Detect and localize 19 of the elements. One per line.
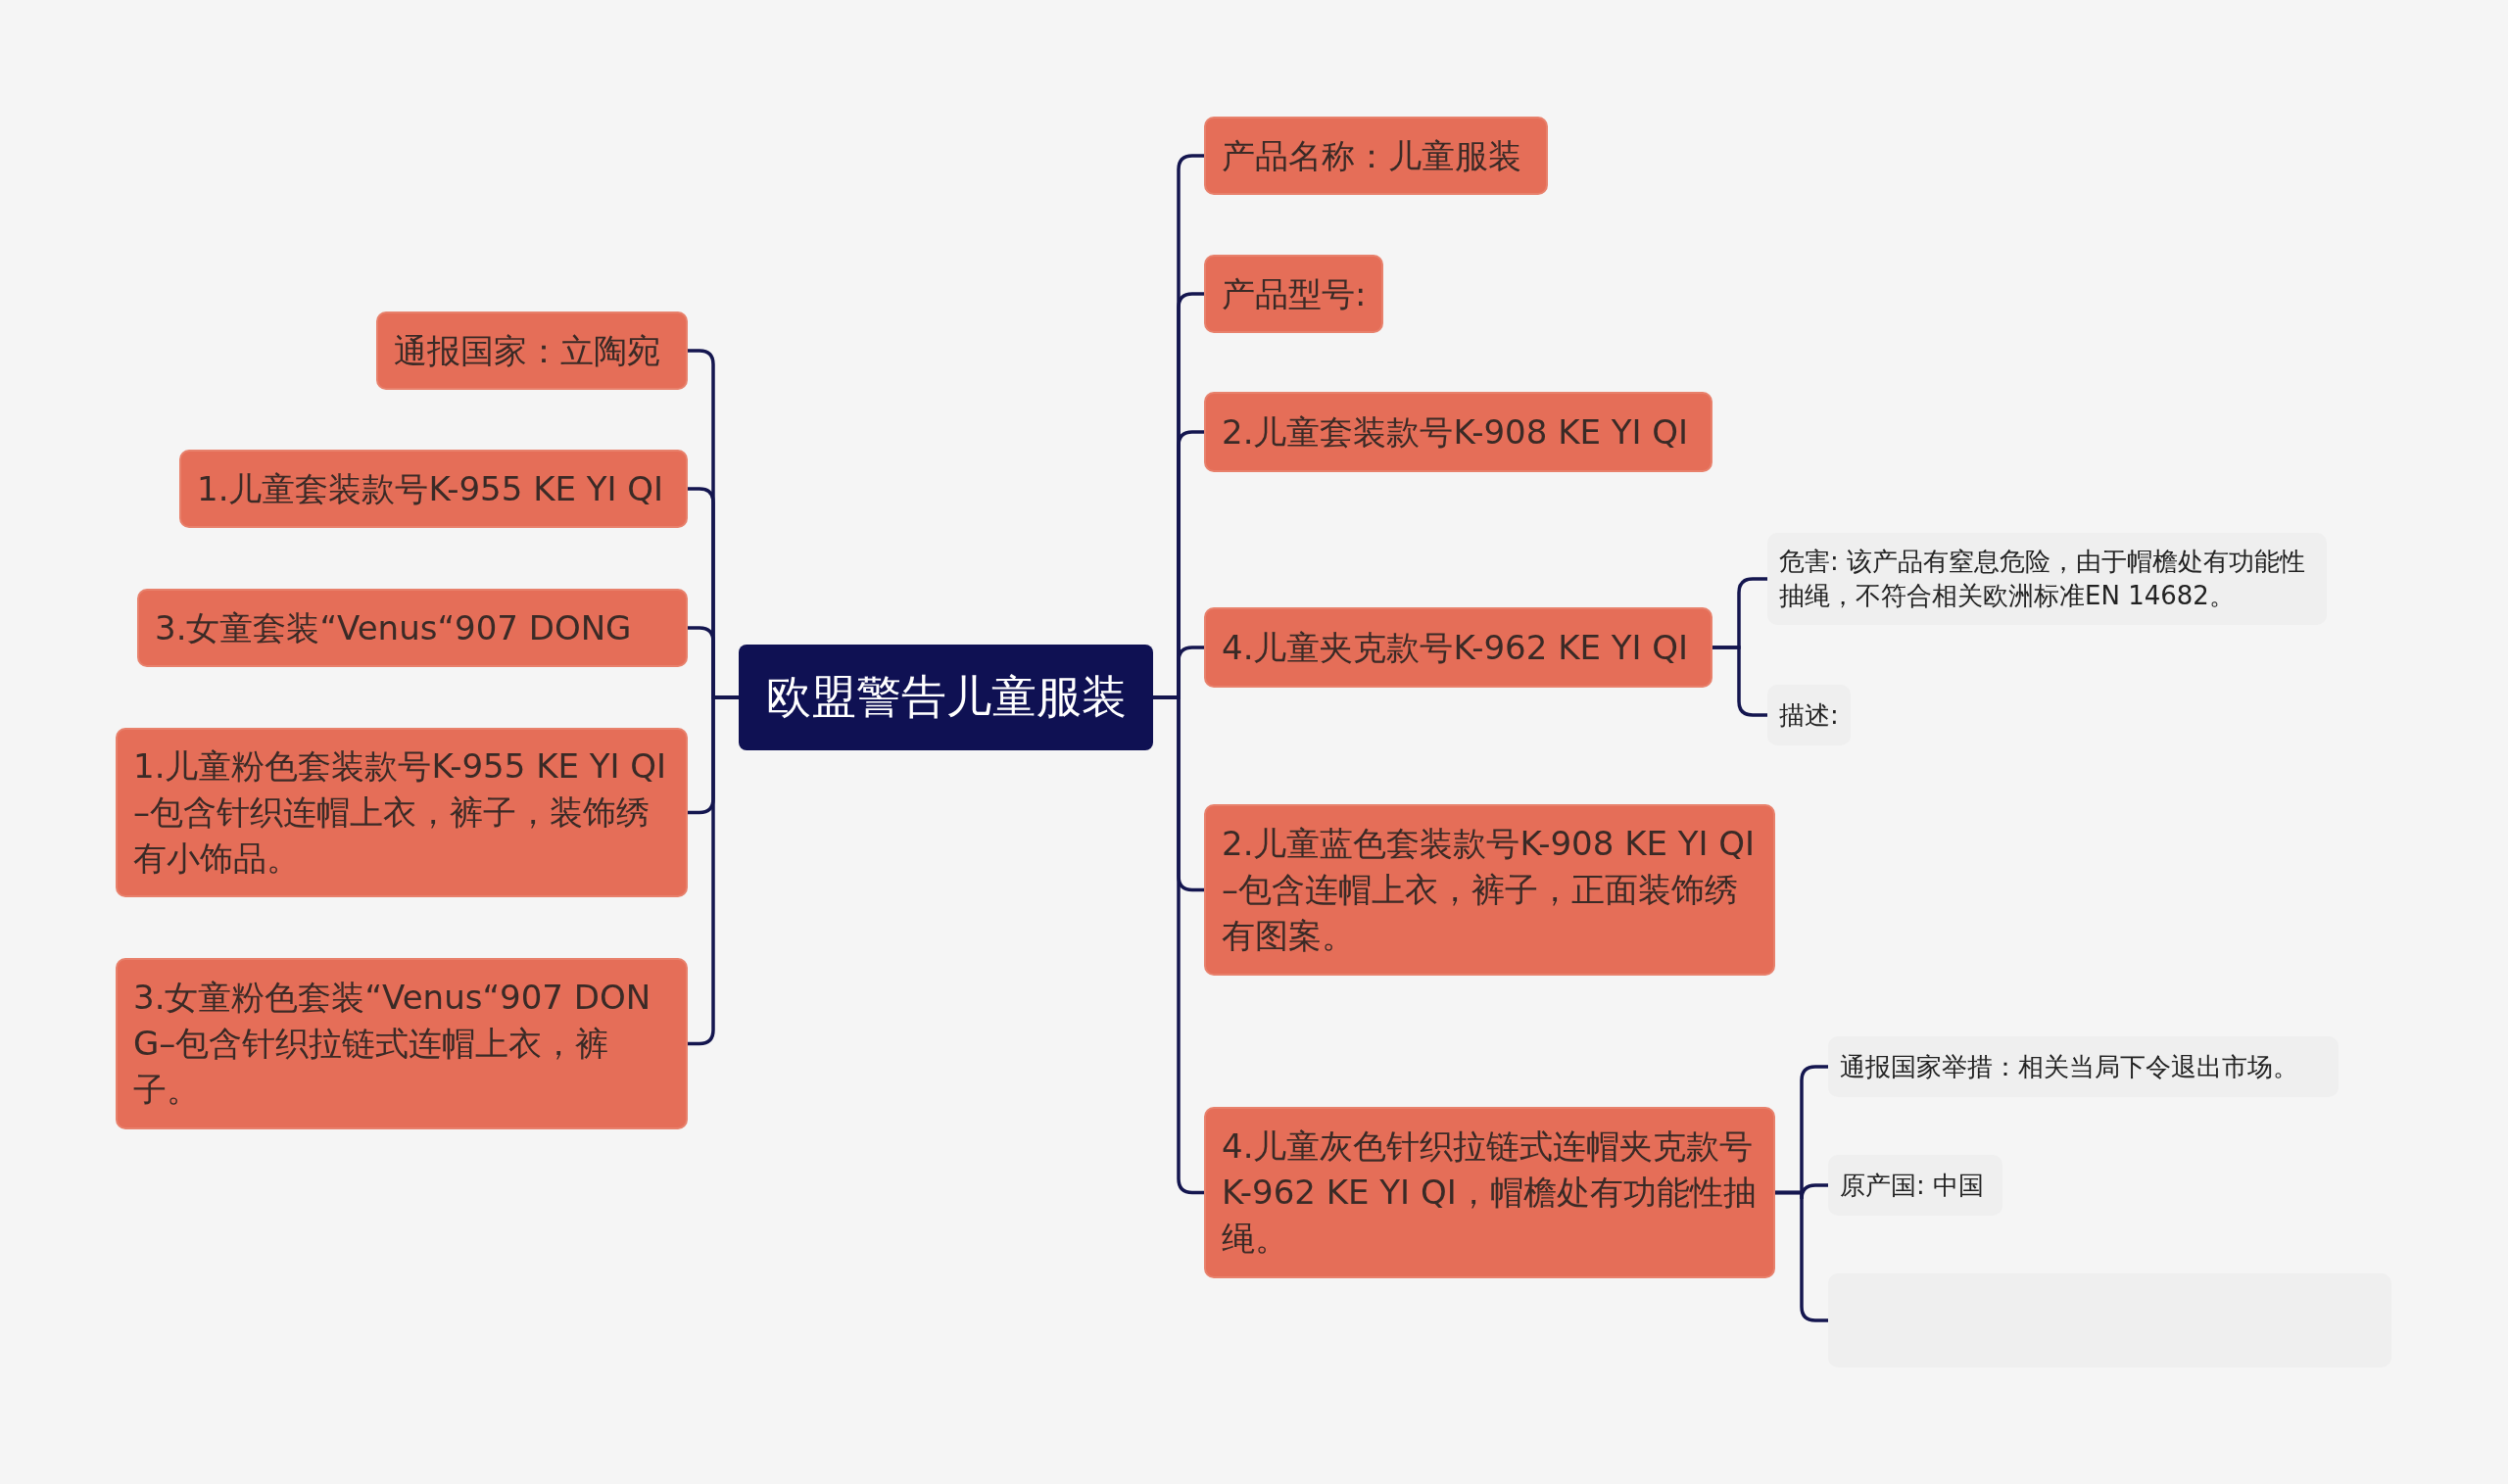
topic-box: 产品名称：儿童服装 bbox=[1204, 117, 1548, 195]
topic-box: 4.儿童夹克款号K-962 KE YI QI bbox=[1204, 607, 1712, 688]
note-box: 通报国家举措：相关当局下令退出市场。 bbox=[1828, 1036, 2339, 1097]
note-box bbox=[1828, 1273, 2391, 1367]
note-box: 危害: 该产品有窒息危险，由于帽檐处有功能性抽绳，不符合相关欧洲标准EN 14682。 bbox=[1767, 533, 2327, 625]
topic-box: 通报国家：立陶宛 bbox=[376, 311, 688, 390]
connector-line bbox=[688, 695, 739, 1046]
topic-box: 产品型号: bbox=[1204, 255, 1384, 333]
note-box: 描述: bbox=[1767, 685, 1851, 745]
topic-box: 1.儿童套装款号K-955 KE YI QI bbox=[179, 450, 688, 528]
topic-box: 3.女童粉色套装“Venus“907 DONG–包含针织拉链式连帽上衣，裤子。 bbox=[116, 958, 688, 1129]
connector-line bbox=[1775, 1190, 1828, 1322]
central-topic-box: 欧盟警告儿童服装 bbox=[739, 645, 1153, 750]
topic-box: 2.儿童套装款号K-908 KE YI QI bbox=[1204, 392, 1712, 472]
topic-box: 4.儿童灰色针织拉链式连帽夹克款号K-962 KE YI QI，帽檐处有功能性抽绳。 bbox=[1204, 1107, 1775, 1278]
note-box: 原产国: 中国 bbox=[1828, 1155, 2002, 1216]
topic-box: 3.女童套装“Venus“907 DONG bbox=[137, 589, 688, 667]
topic-box: 2.儿童蓝色套装款号K-908 KE YI QI–包含连帽上衣，裤子，正面装饰绣有图案。 bbox=[1204, 804, 1775, 976]
topic-box: 1.儿童粉色套装款号K-955 KE YI QI–包含针织连帽上衣，裤子，装饰绣有小饰品。 bbox=[116, 728, 688, 897]
